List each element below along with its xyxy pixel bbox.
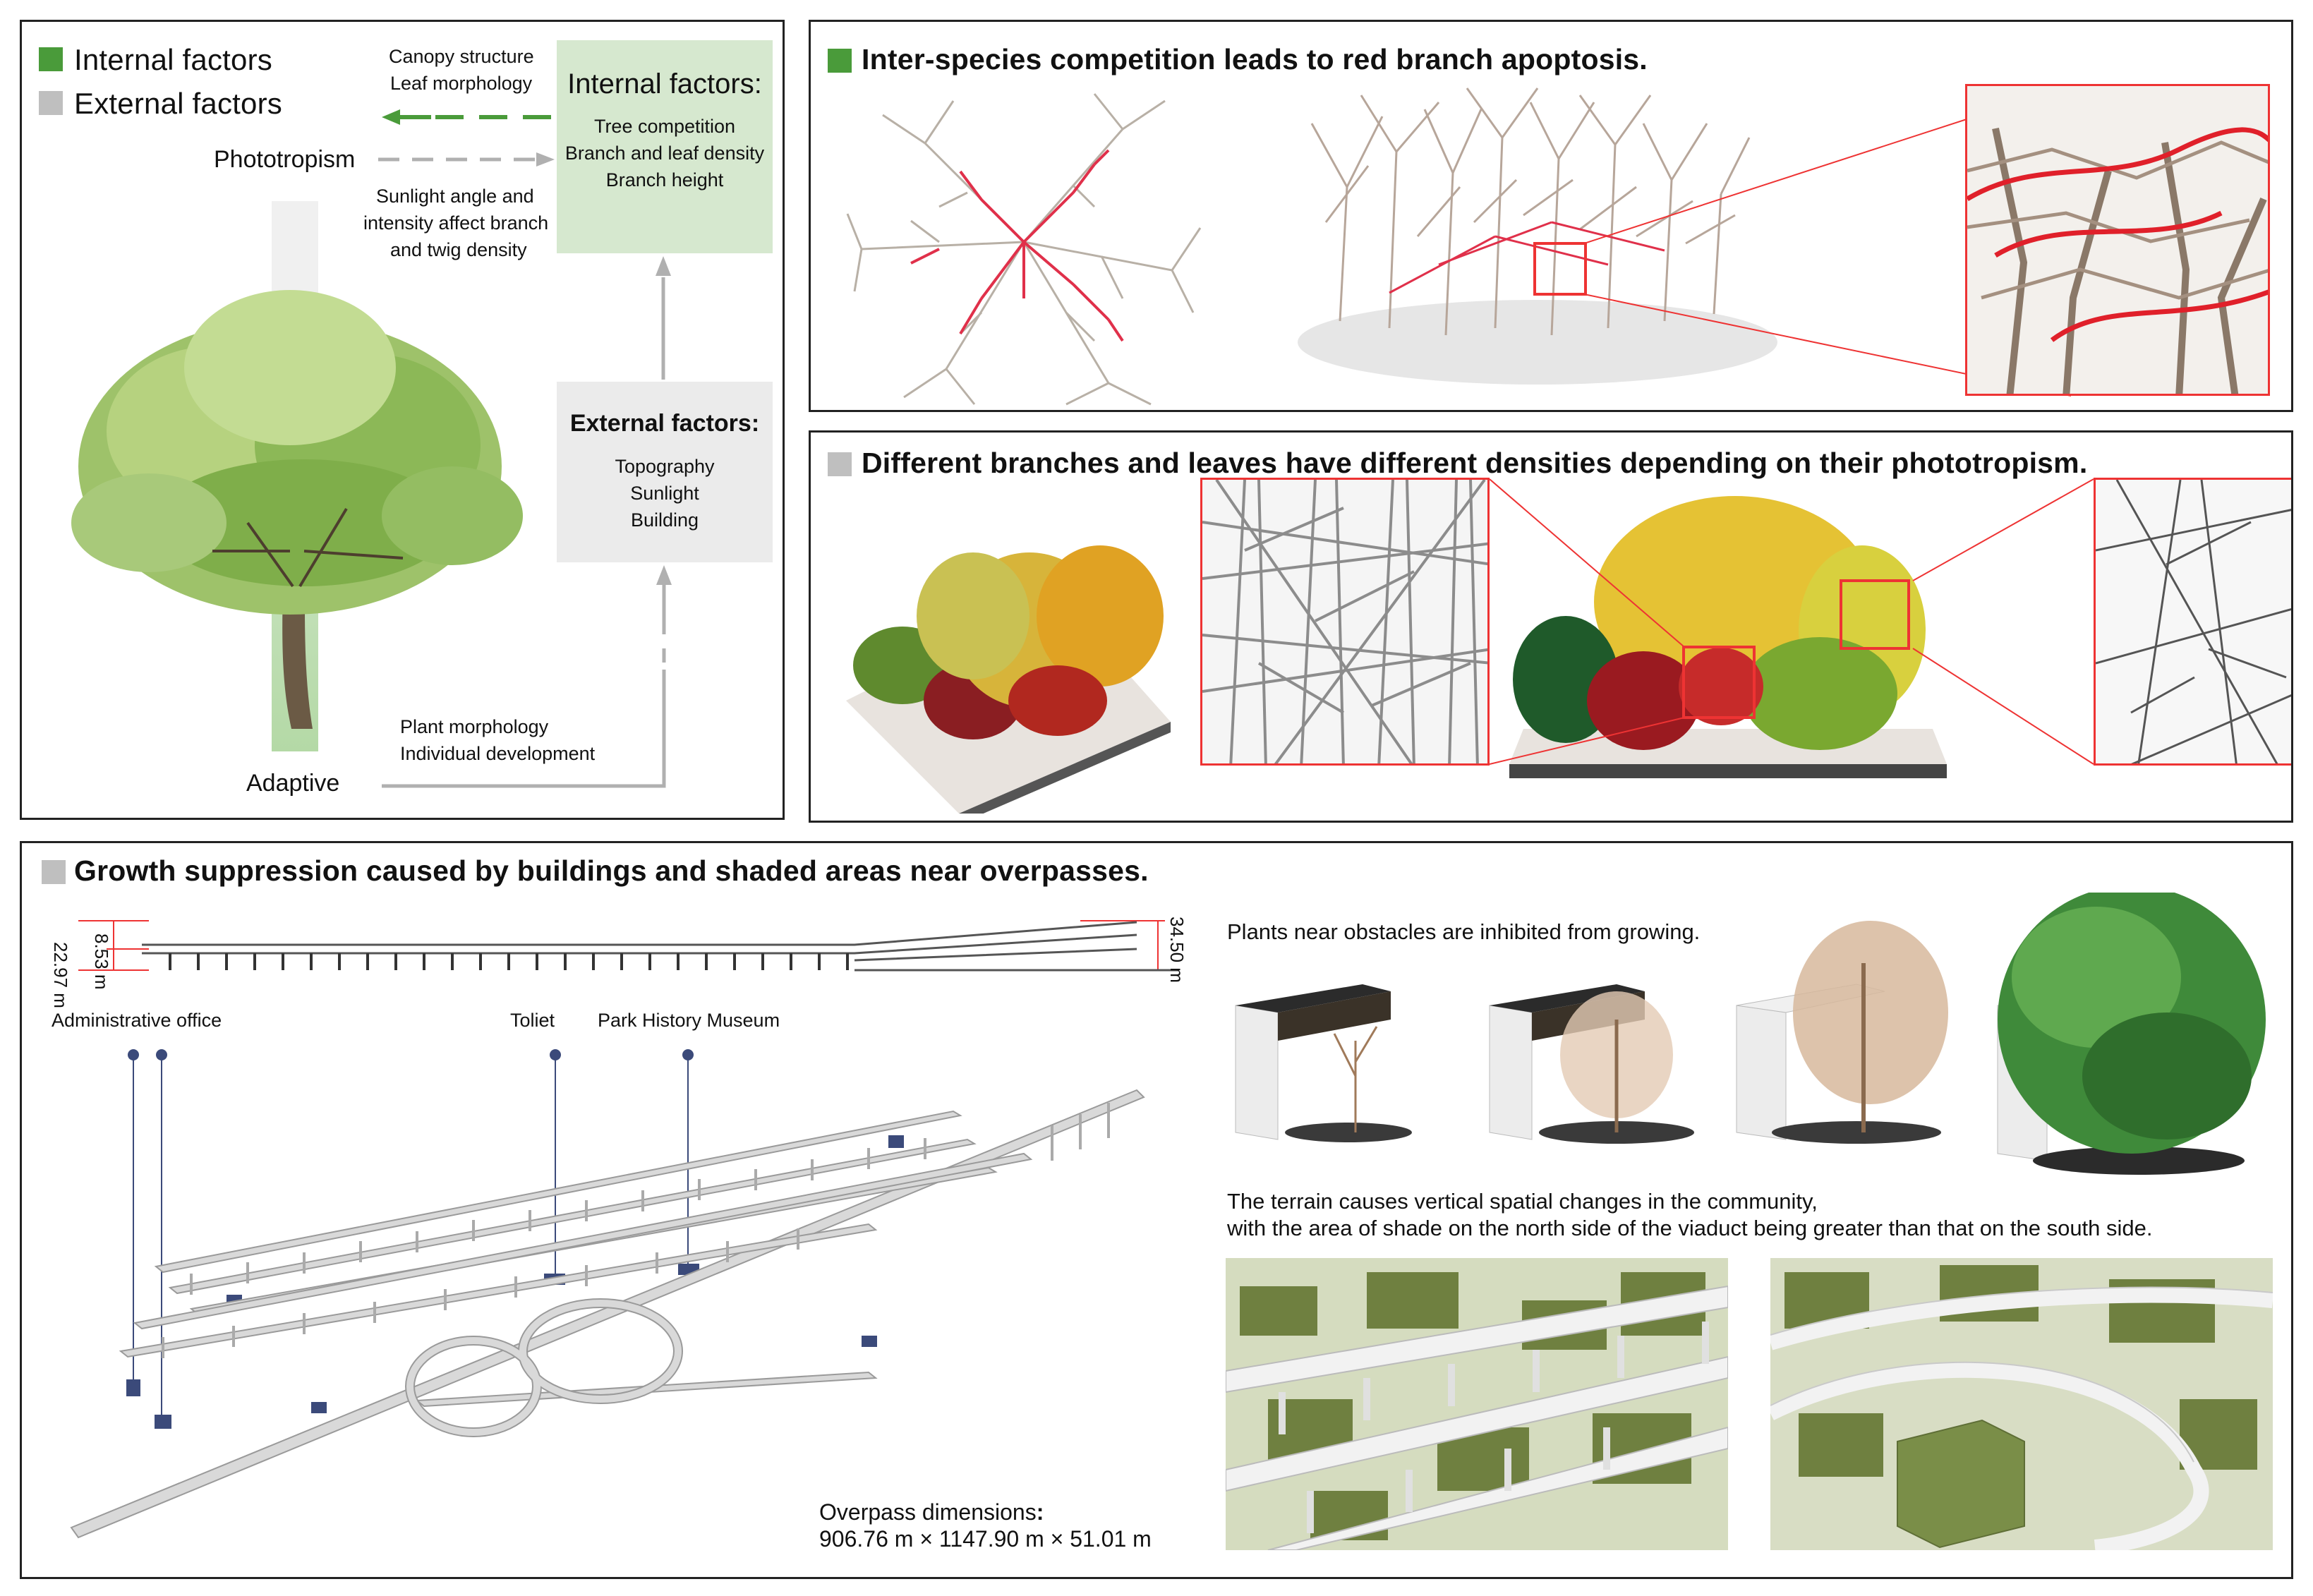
- dim-34-label: 34.50 m: [1166, 917, 1188, 983]
- plant-note-2: Individual development: [400, 743, 596, 764]
- external-box-title: External factors:: [569, 410, 760, 437]
- overpass-panel: Growth suppression caused by buildings a…: [20, 841, 2293, 1579]
- competition-panel: Inter-species competition leads to red b…: [809, 20, 2293, 412]
- external-to-internal-arrow: [656, 256, 671, 380]
- competition-internal-swatch: [828, 49, 852, 73]
- density-panel: Different branches and leaves have diffe…: [809, 430, 2293, 823]
- density-title: Different branches and leaves have diffe…: [862, 447, 2088, 479]
- overpass-external-swatch: [42, 860, 66, 884]
- competition-zoom-image: [1965, 84, 2270, 396]
- external-legend-swatch: [39, 91, 63, 115]
- dimensions-label: Overpass dimensions: [819, 1499, 1037, 1525]
- internal-dashed-arrow: [382, 109, 551, 125]
- dense-branches-image: [1200, 478, 1490, 766]
- internal-legend-swatch: [39, 47, 63, 71]
- garden-iso-1: [846, 545, 1171, 814]
- perspective-trees: [1298, 87, 1777, 385]
- phototropism-label: Phototropism: [214, 146, 356, 173]
- top-view-branches: [846, 93, 1202, 406]
- internal-box-item-3: Branch height: [605, 169, 724, 191]
- external-box-item-1: Topography: [615, 456, 715, 477]
- external-legend-label: External factors: [74, 87, 282, 120]
- museum-label: Park History Museum: [598, 1010, 780, 1031]
- sparse-branches-image: [2094, 478, 2291, 766]
- toilet-label: Toliet: [510, 1010, 555, 1031]
- adaptive-label: Adaptive: [246, 770, 340, 797]
- dimensions-colon: :: [1036, 1499, 1044, 1525]
- sunlight-note-1: Sunlight angle and: [376, 186, 534, 207]
- dimensions-label-row: Overpass dimensions:: [819, 1499, 1044, 1525]
- dim-8-label: 8.53 m: [91, 933, 112, 990]
- internal-note-1: Canopy structure: [389, 46, 534, 67]
- dim-22-label: 22.97 m: [50, 942, 71, 1008]
- terrain-render-south: [1770, 1258, 2273, 1550]
- sunlight-note-2: intensity affect branch: [363, 212, 549, 234]
- garden-iso-2: [1509, 496, 1947, 778]
- terrain-caption-1: The terrain causes vertical spatial chan…: [1227, 1189, 1818, 1214]
- adaptive-to-external-arrow: [382, 565, 672, 788]
- tree-illustration: [71, 290, 523, 729]
- admin-office-label: Administrative office: [52, 1010, 222, 1031]
- internal-box-item-2: Branch and leaf density: [564, 143, 765, 164]
- external-box-item-2: Sunlight: [630, 483, 699, 504]
- external-factors-box: External factors: Topography Sunlight Bu…: [557, 382, 773, 562]
- overpass-section: [78, 920, 1179, 972]
- external-box-item-3: Building: [630, 509, 699, 531]
- terrain-render-north: [1226, 1258, 1728, 1550]
- terrain-caption-2: with the area of shade on the north side…: [1227, 1216, 2153, 1240]
- obstacle-caption: Plants near obstacles are inhibited from…: [1227, 919, 1701, 944]
- density-callout-lines: [1490, 478, 2094, 765]
- overpass-title: Growth suppression caused by buildings a…: [74, 854, 1149, 887]
- factors-panel: Internal factors External factors Canopy…: [20, 20, 785, 820]
- internal-note-2: Leaf morphology: [390, 73, 533, 94]
- external-dashed-arrow: [378, 152, 555, 167]
- density-external-swatch: [828, 452, 852, 476]
- internal-legend-label: Internal factors: [74, 43, 272, 76]
- internal-box-item-1: Tree competition: [593, 116, 736, 137]
- obstacle-sequence: [1235, 893, 2266, 1175]
- internal-box-title: Internal factors:: [567, 68, 762, 99]
- dimensions-value: 906.76 m × 1147.90 m × 51.01 m: [819, 1526, 1152, 1552]
- plant-note-1: Plant morphology: [400, 716, 549, 737]
- internal-factors-box: Internal factors: Tree competition Branc…: [557, 40, 773, 253]
- overpass-axonometric: [70, 1049, 1145, 1539]
- competition-title: Inter-species competition leads to red b…: [862, 43, 1648, 75]
- sunlight-note-3: and twig density: [390, 239, 527, 260]
